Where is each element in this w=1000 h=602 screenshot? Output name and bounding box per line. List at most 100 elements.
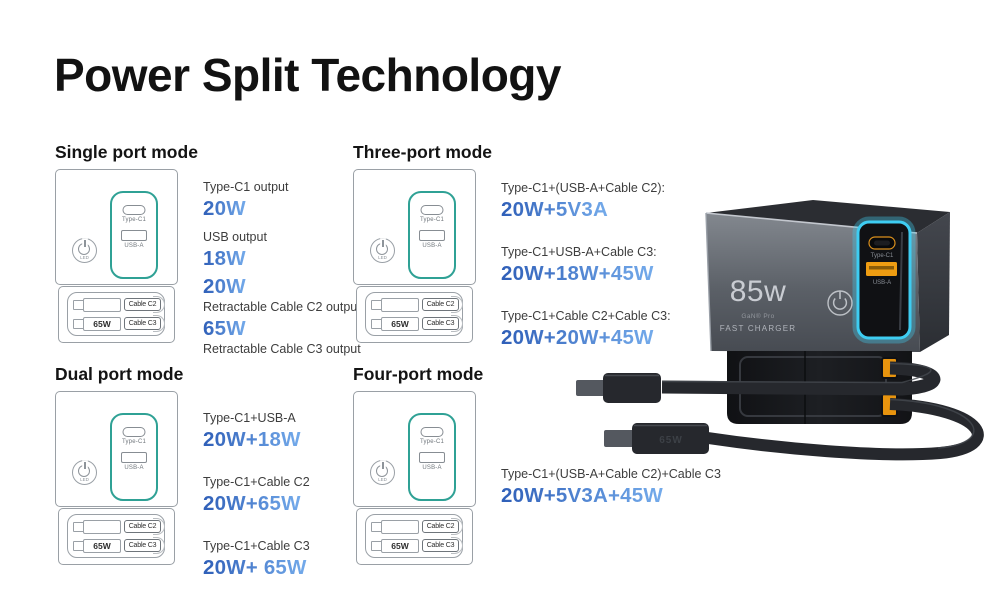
charger-body-outline: Type-C1 USB-A LED [55,169,178,285]
cable-c2-row: Cable C2 [371,296,463,313]
cable-c2-tag: Cable C2 [422,298,459,311]
spec-label: Type-C1+(USB-A+Cable C2)+Cable C3 [501,467,721,481]
charger-diagram: Type-C1 USB-A LED Cable C2 [55,169,180,345]
charger-diagram: Type-C1 USB-A LED Cable C2 [353,391,478,567]
cable-c3-row: 65W Cable C3 [371,315,463,332]
spec-label: Type-C1+USB-A+Cable C3: [501,245,657,259]
product-port-panel: Type-C1 USB-A [852,216,916,344]
usba-port-icon [419,452,445,463]
spec-value: 20W+18W+45W [501,262,654,285]
spec-value: 20W [203,197,246,220]
cable-loop-icon [153,537,165,554]
cable-c2-ribbon [661,361,941,396]
product-wattage-label: 85w [730,275,787,308]
spec-item: Type-C1+Cable C2+Cable C3: 20W+20W+45W [501,308,671,350]
spec-item: Type-C1+(USB-A+Cable C2)+Cable C3 20W+5V… [501,466,721,508]
power-button-icon: LED [370,238,395,263]
usba-port-label: USB-A [422,243,442,249]
typec-port-label: Type-C1 [121,217,147,223]
port-panel-outline: Type-C1 USB-A [110,413,158,501]
cable-loop-icon [451,518,463,535]
mode-heading: Four-port mode [353,364,484,384]
cable-c2-tag: Cable C2 [124,298,161,311]
cable-plug-icon: 65W [83,538,121,553]
spec-item: Type-C1+USB-A+Cable C3: 20W+18W+45W [501,244,671,286]
cable-c2-row: Cable C2 [73,518,165,535]
typec-port-label: Type-C1 [121,439,147,445]
spec-label: Type-C1+(USB-A+Cable C2): [501,181,665,195]
spec-label: Type-C1+Cable C2 [203,475,310,489]
spec-value: 20W+5V3A [501,198,609,221]
mode-card-single: Single port mode Type-C1 USB-A LED [55,142,361,356]
cable-loop-icon [451,296,463,313]
cable-loop-icon [153,518,165,535]
led-label: LED [80,254,89,260]
usbc-plug [576,373,661,403]
spec-value: 20W+65W [203,492,301,515]
typec-port-icon [122,205,146,215]
cable-c3-row: 65W Cable C3 [371,537,463,554]
spec-label: Retractable Cable C2 output [203,300,361,314]
spec-value: 20W+5V3A+45W [501,484,663,507]
spec-label: Type-C1 output [203,180,289,194]
cable-loop-icon [451,315,463,332]
cable-loop-icon [153,296,165,313]
usba-port-icon [121,230,147,241]
cable-plug-icon: 65W [381,316,419,331]
cable-compartment-outline: Cable C2 65W Cable C3 [58,286,175,343]
product-fast-charger-label: FAST CHARGER [720,324,797,333]
port-panel-outline: Type-C1 USB-A [110,191,158,279]
spec-item: 20W Retractable Cable C2 output [203,274,361,316]
spec-label: Retractable Cable C3 output [203,342,361,356]
typec-port-icon [122,427,146,437]
cable-plug-icon: 65W [381,538,419,553]
cable-c3-row: 65W Cable C3 [73,537,165,554]
spec-label: Type-C1+Cable C3 [203,539,310,553]
led-label: LED [80,476,89,482]
spec-label: Type-C1+Cable C2+Cable C3: [501,309,671,323]
spec-label: Type-C1+USB-A [203,411,296,425]
power-button-icon: LED [72,460,97,485]
mode-card-four: Four-port mode Type-C1 USB-A LED [353,364,721,571]
mode-card-dual: Dual port mode Type-C1 USB-A LED [55,364,355,579]
power-button-icon: LED [72,238,97,263]
product-typec-port-label: Type-C1 [871,253,894,259]
cable-c3-tag: Cable C3 [124,539,161,552]
mode-card-three: Three-port mode Type-C1 USB-A LED [353,142,671,349]
spec-value: 20W+ 65W [203,556,307,579]
charger-body-outline: Type-C1 USB-A LED [353,169,476,285]
spec-value: 18W [203,247,246,270]
usba-port-icon [121,452,147,463]
cable-c3-tag: Cable C3 [422,539,459,552]
charger-body-outline: Type-C1 USB-A LED [55,391,178,507]
cable-loop-icon [153,315,165,332]
spec-value: 20W [203,275,246,298]
product-power-button-icon [827,290,853,316]
usbc-plug-65w: 65W [604,423,709,454]
cable-plug-icon [381,297,419,312]
spec-item: Type-C1+USB-A 20W+18W [203,410,310,452]
spec-label: USB output [203,230,267,244]
charger-diagram: Type-C1 USB-A LED Cable C2 [55,391,180,567]
typec-port-icon [420,427,444,437]
cable-c2-tag: Cable C2 [124,520,161,533]
cable-c2-row: Cable C2 [371,518,463,535]
led-label: LED [378,476,387,482]
usba-port-label: USB-A [422,465,442,471]
cable-compartment-outline: Cable C2 65W Cable C3 [356,508,473,565]
usba-port-icon [419,230,445,241]
charger-body-outline: Type-C1 USB-A LED [353,391,476,507]
plug-wattage-label: 65W [659,435,683,446]
power-button-icon: LED [370,460,395,485]
page-title: Power Split Technology [54,49,561,101]
cable-plug-icon [83,297,121,312]
product-gan-label: GaN® Pro [741,312,774,320]
typec-port-label: Type-C1 [419,217,445,223]
mode-heading: Three-port mode [353,142,493,162]
cable-compartment-outline: Cable C2 65W Cable C3 [356,286,473,343]
usba-port-label: USB-A [124,243,144,249]
spec-value: 20W+18W [203,428,301,451]
port-panel-outline: Type-C1 USB-A [408,191,456,279]
mode-heading: Single port mode [55,142,198,162]
cable-c3-ribbon [707,398,984,461]
